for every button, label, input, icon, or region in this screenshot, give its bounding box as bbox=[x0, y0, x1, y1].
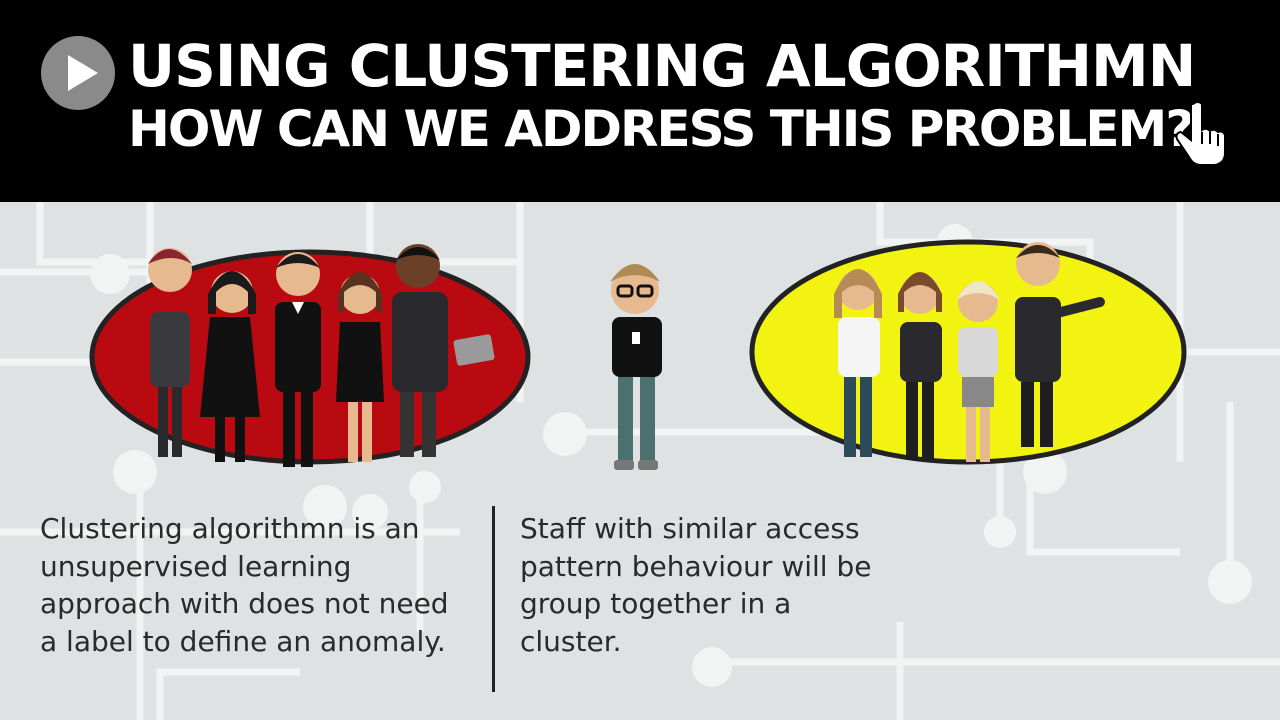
business-person-3 bbox=[275, 252, 321, 467]
caption-left-line: Clustering algorithmn is an bbox=[40, 512, 420, 545]
call-center-agent-1 bbox=[834, 269, 882, 457]
caption-left-line: approach with does not need bbox=[40, 587, 449, 620]
caption-right-line: Staff with similar access bbox=[520, 512, 860, 545]
circuit-nodes bbox=[90, 224, 1252, 687]
caption-left-line: unsupervised learning bbox=[40, 549, 352, 583]
caption-right-line: cluster. bbox=[520, 624, 622, 658]
caption-left-line: a label to define an anomaly. bbox=[40, 624, 446, 658]
business-person-1 bbox=[148, 248, 192, 457]
business-person-4 bbox=[336, 272, 384, 462]
caption-divider bbox=[492, 506, 495, 692]
caption-right-line: group together in a bbox=[520, 587, 792, 620]
scene-illustration bbox=[0, 202, 1280, 720]
caption-right-line: pattern behaviour will be bbox=[520, 549, 872, 583]
caption-right: Staff with similar access pattern behavi… bbox=[520, 510, 920, 660]
title-banner: USING CLUSTERING ALGORITHMN HOW CAN WE A… bbox=[0, 0, 1280, 202]
hand-pointer-icon bbox=[1175, 101, 1226, 166]
business-person-5 bbox=[392, 244, 495, 457]
title-line-1: USING CLUSTERING ALGORITHMN bbox=[128, 32, 1196, 100]
standalone-staff-member bbox=[610, 264, 662, 470]
caption-left: Clustering algorithmn is an unsupervised… bbox=[40, 510, 480, 660]
business-person-2 bbox=[200, 271, 260, 462]
title-line-2: HOW CAN WE ADDRESS THIS PROBLEM? bbox=[128, 100, 1194, 158]
call-center-agent-2 bbox=[898, 272, 942, 460]
call-center-agent-4 bbox=[1015, 242, 1105, 447]
call-center-agent-3 bbox=[956, 281, 1000, 462]
play-icon[interactable] bbox=[40, 35, 116, 111]
